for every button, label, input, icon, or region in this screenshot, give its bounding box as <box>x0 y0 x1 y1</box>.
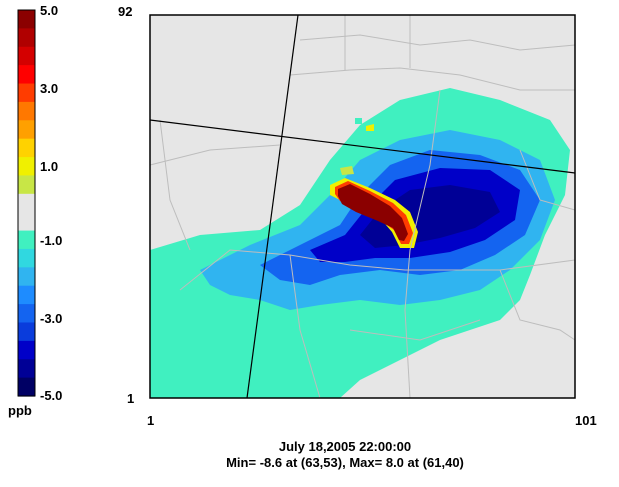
colorbar-tick-label: -3.0 <box>40 311 63 326</box>
colorbar-swatch <box>18 46 35 66</box>
boundary-line <box>349 319 481 341</box>
colorbar-swatch <box>18 285 35 305</box>
colorbar-swatch <box>18 193 35 213</box>
colorbar-swatch <box>18 10 35 29</box>
state-boundaries <box>149 15 576 399</box>
max-value: 8.0 at (61,40) <box>385 455 464 470</box>
x-axis-max-label: 101 <box>575 413 597 428</box>
boundary-line <box>159 119 191 251</box>
min-value: -8.6 at (63,53), <box>259 455 346 470</box>
colorbar-swatch <box>18 248 35 268</box>
boundary-line <box>289 67 575 91</box>
colorbar-swatch <box>18 28 35 48</box>
field-speck <box>366 124 374 131</box>
colorbar-swatch <box>18 304 35 324</box>
timestamp-label: July 18,2005 22:00:00 <box>278 439 412 454</box>
min-label: Min= <box>226 455 257 470</box>
y-axis-min-label: 1 <box>127 391 135 406</box>
colorbar-swatch <box>18 359 35 379</box>
plot-frame <box>149 14 576 399</box>
colorbar-swatch <box>18 120 35 140</box>
colorbar-tick-label: 1.0 <box>40 159 59 174</box>
colorbar-tick-label: -5.0 <box>40 388 63 403</box>
plume-core <box>338 184 408 241</box>
colorbar-swatch <box>18 230 35 250</box>
colorbar-tick-label: 5.0 <box>40 3 59 18</box>
colorbar <box>17 9 36 397</box>
grid-lines <box>149 14 576 399</box>
colorbar-swatch <box>18 101 35 121</box>
colorbar-tick-label: 3.0 <box>40 81 59 96</box>
boundary-line <box>404 89 441 399</box>
min-max-stats: Min= -8.6 at (63,53), Max= 8.0 at (61,40… <box>120 455 570 470</box>
colorbar-swatch <box>18 377 35 397</box>
boundary-line <box>499 269 576 341</box>
colorbar-swatch <box>18 175 35 195</box>
parallel-line <box>149 119 576 174</box>
field-speck <box>340 166 354 175</box>
colorbar-frame <box>17 9 36 397</box>
y-axis-max-label: 92 <box>118 4 133 19</box>
boundary-line <box>289 254 321 399</box>
colorbar-swatch <box>18 212 35 232</box>
boundary-line <box>299 34 576 51</box>
boundary-line <box>149 144 281 166</box>
colorbar-swatch <box>18 65 35 85</box>
colorbar-swatch <box>18 322 35 342</box>
colorbar-swatch <box>18 340 35 360</box>
x-axis-min-label: 1 <box>147 413 155 428</box>
colorbar-swatch <box>18 267 35 287</box>
colorbar-unit-label: ppb <box>8 403 32 418</box>
meridian-line <box>246 14 299 399</box>
colorbar-tick-label: -1.0 <box>40 233 63 248</box>
colorbar-swatch <box>18 157 35 177</box>
max-label: Max= <box>349 455 383 470</box>
colorbar-swatch <box>18 83 35 103</box>
field-speck <box>355 118 362 124</box>
colorbar-swatch <box>18 138 35 158</box>
concentration-field <box>150 88 570 398</box>
